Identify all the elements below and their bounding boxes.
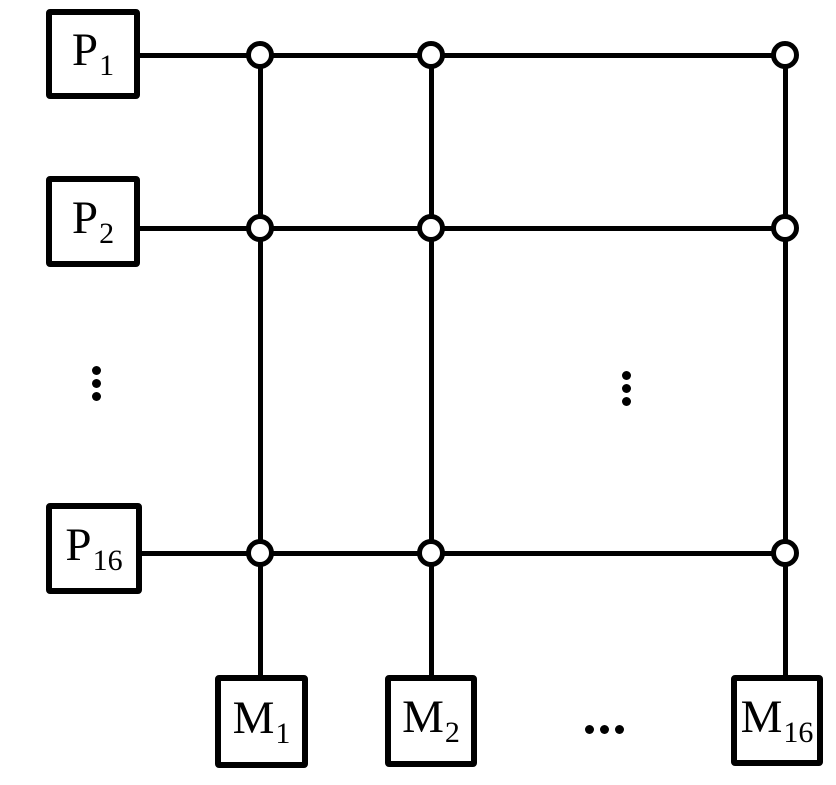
ellipsis-dot [92, 366, 101, 375]
memory-node-m2: M2 [385, 675, 477, 767]
ellipsis-dot [585, 725, 594, 734]
memory-label-m16: M16 [740, 690, 814, 749]
label-subscript: 16 [92, 543, 123, 577]
processor-label-p2: P2 [71, 191, 115, 250]
crosspoint-circle-r2c3 [771, 214, 799, 242]
crosspoint-circle-r3c2 [417, 539, 445, 567]
crosspoint-circle-r3c1 [246, 539, 274, 567]
ellipsis-dot [92, 379, 101, 388]
processors-vertical-ellipsis [92, 366, 101, 401]
label-base: P [71, 191, 99, 244]
label-subscript: 16 [783, 715, 814, 749]
processor-node-p1: P1 [46, 9, 140, 99]
ellipsis-dot [622, 384, 631, 393]
processor-label-p16: P16 [65, 518, 123, 577]
memory-bus-line-m1 [257, 55, 263, 675]
ellipsis-dot [622, 371, 631, 380]
memory-label-m1: M1 [232, 691, 291, 750]
crossbar-vertical-ellipsis [622, 371, 631, 406]
processor-bus-line-p2 [140, 225, 785, 231]
memory-node-m16: M16 [731, 675, 823, 766]
label-base: P [65, 518, 92, 571]
processor-node-p2: P2 [46, 176, 140, 267]
crosspoint-circle-r2c2 [417, 214, 445, 242]
crosspoint-circle-r1c1 [246, 41, 274, 69]
processor-bus-line-p1 [140, 52, 785, 58]
processor-bus-line-p16 [142, 550, 785, 556]
ellipsis-dot [615, 725, 624, 734]
processor-node-p16: P16 [46, 503, 142, 594]
processor-label-p1: P1 [72, 27, 114, 81]
label-base: P [71, 24, 99, 76]
memory-label-m2: M2 [402, 694, 460, 748]
crosspoint-circle-r2c1 [246, 214, 274, 242]
ellipsis-dot [600, 725, 609, 734]
crosspoint-circle-r1c2 [417, 41, 445, 69]
ellipsis-dot [622, 397, 631, 406]
label-base: M [402, 691, 444, 743]
label-base: M [232, 691, 275, 744]
memories-horizontal-ellipsis [585, 725, 624, 734]
label-subscript: 2 [99, 216, 115, 250]
crosspoint-circle-r3c3 [771, 539, 799, 567]
label-subscript: 2 [444, 716, 460, 749]
crosspoint-circle-r1c3 [771, 41, 799, 69]
memory-bus-line-m16 [782, 55, 788, 675]
memory-bus-line-m2 [428, 55, 434, 675]
label-base: M [740, 690, 783, 743]
memory-node-m1: M1 [215, 675, 308, 768]
label-subscript: 1 [275, 716, 291, 750]
label-subscript: 1 [99, 49, 115, 82]
ellipsis-dot [92, 392, 101, 401]
